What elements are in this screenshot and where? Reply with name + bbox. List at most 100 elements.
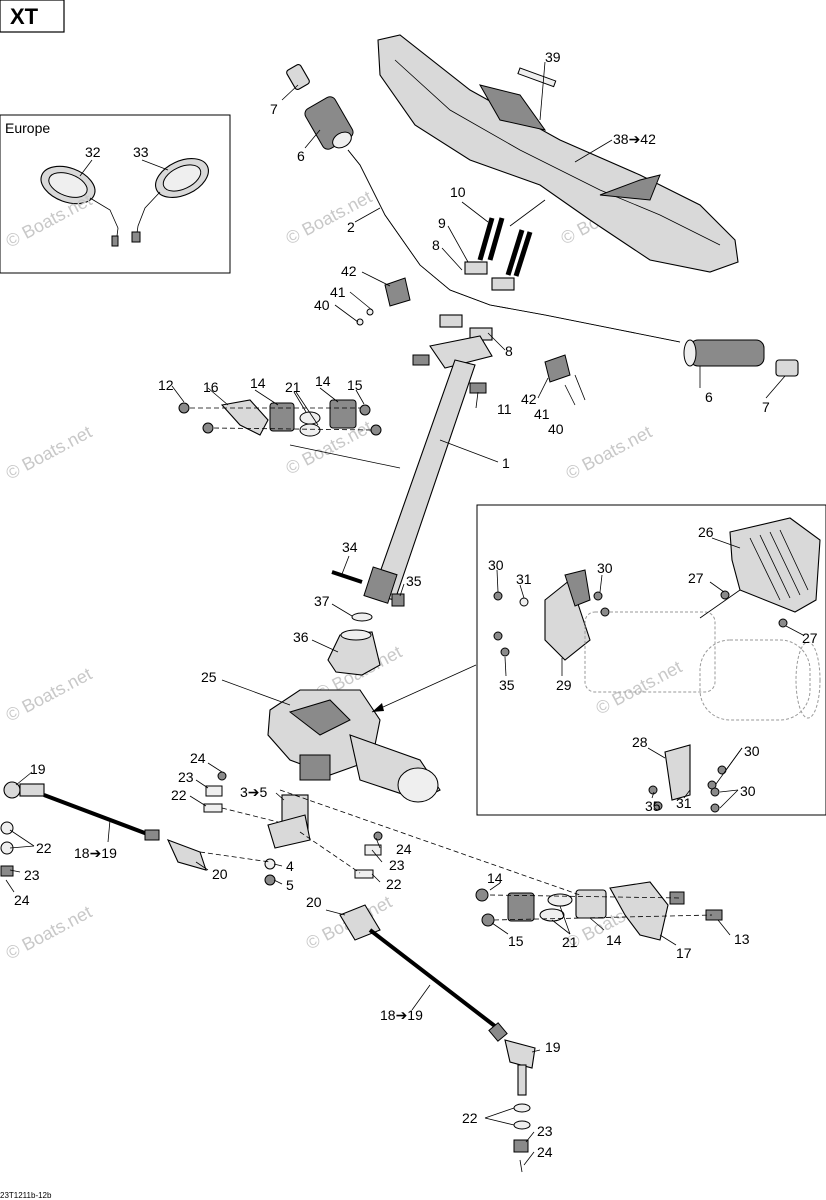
strap-39-icon <box>517 67 557 88</box>
label-35-inset-a: 35 <box>499 677 515 693</box>
label-6-right: 6 <box>705 389 713 405</box>
bushing-right-icon <box>354 831 383 879</box>
label-3-5: 3➔5 <box>240 784 268 800</box>
label-26: 26 <box>698 524 714 540</box>
label-30-inset-a: 30 <box>488 557 504 573</box>
label-22-right: 22 <box>462 1110 478 1126</box>
label-25: 25 <box>201 669 217 685</box>
label-37: 37 <box>314 593 330 609</box>
tie-rod-left-icon <box>0 781 207 877</box>
bracket-42-left-icon <box>356 277 411 326</box>
footer-code: 23T1211b-12b <box>0 1191 52 1200</box>
bar-end-left-icon <box>286 64 310 90</box>
label-1: 1 <box>502 455 510 471</box>
label-24-mid-left: 24 <box>190 750 206 766</box>
label-35-inset-b: 35 <box>645 798 661 814</box>
label-14-lower-a: 14 <box>487 870 503 886</box>
grip-right-icon <box>683 339 765 367</box>
pitman-arm-icon <box>264 794 311 886</box>
watermark-1: © Boats.net <box>282 187 375 249</box>
label-16: 16 <box>203 379 219 395</box>
label-24-left: 24 <box>14 892 30 908</box>
mirror-left-icon <box>40 165 119 247</box>
label-22-mid-right: 22 <box>386 876 402 892</box>
watermark-5: © Boats.net <box>562 422 655 484</box>
bracket-29-icon <box>544 569 591 661</box>
label-27-a: 27 <box>688 570 704 586</box>
label-40-right: 40 <box>548 421 564 437</box>
watermark-9: © Boats.net <box>2 902 95 964</box>
label-2: 2 <box>347 219 355 235</box>
label-7-right: 7 <box>762 399 770 415</box>
label-30-inset-b: 30 <box>597 560 613 576</box>
callout-labels: 39 38➔42 7 6 2 10 9 8 42 41 40 8 42 41 4… <box>14 49 818 1160</box>
label-23-mid-right: 23 <box>389 857 405 873</box>
label-24-mid-right: 24 <box>396 841 412 857</box>
label-28: 28 <box>632 734 648 750</box>
tie-rod-right-icon <box>339 904 536 1173</box>
inset-europe-title: Europe <box>5 120 50 136</box>
watermark-8: © Boats.net <box>592 657 685 719</box>
inset-watermark: © Boats.net <box>2 190 95 252</box>
bushing-left-icon <box>203 771 227 813</box>
label-18-19-left: 18➔19 <box>74 845 117 861</box>
leader-lines <box>5 84 804 1166</box>
label-23-right: 23 <box>537 1123 553 1139</box>
label-27-b: 27 <box>802 630 818 646</box>
label-15-lower: 15 <box>508 933 524 949</box>
nut-35-icon <box>391 593 405 607</box>
power-steering-unit-icon <box>267 689 441 803</box>
label-23-left: 23 <box>24 867 40 883</box>
label-6-left: 6 <box>297 148 305 164</box>
label-40-left: 40 <box>314 297 330 313</box>
label-19-left: 19 <box>30 761 46 777</box>
label-9: 9 <box>438 215 446 231</box>
label-13: 13 <box>734 931 750 947</box>
label-41-right: 41 <box>534 406 550 422</box>
fasteners-inset-icon <box>493 590 788 813</box>
bar-end-right-icon <box>775 359 799 377</box>
label-32: 32 <box>85 144 101 160</box>
label-5: 5 <box>286 877 294 893</box>
label-21-upper: 21 <box>285 379 301 395</box>
label-42-right: 42 <box>521 391 537 407</box>
label-24-right: 24 <box>537 1144 553 1160</box>
label-41-left: 41 <box>330 284 346 300</box>
label-8-upper: 8 <box>432 237 440 253</box>
boot-36-icon <box>327 629 381 676</box>
inset-europe-mirrors: Europe 32 33 © Boats.net <box>0 114 231 274</box>
bolts-10-icon <box>477 217 533 277</box>
model-badge: XT <box>0 0 65 33</box>
label-18-19-right: 18➔19 <box>380 1007 423 1023</box>
cover-26-icon <box>729 517 821 613</box>
label-31-inset-b: 31 <box>676 795 692 811</box>
watermark-6: © Boats.net <box>2 664 95 726</box>
handlebar-icon <box>347 149 681 343</box>
label-10: 10 <box>450 184 466 200</box>
label-22-mid-left: 22 <box>171 787 187 803</box>
label-35-column: 35 <box>406 573 422 589</box>
label-17: 17 <box>676 945 692 961</box>
label-20-left: 20 <box>212 866 228 882</box>
label-21-lower: 21 <box>562 934 578 950</box>
label-36: 36 <box>293 629 309 645</box>
label-42-left: 42 <box>341 263 357 279</box>
handlebar-pad-icon <box>377 34 739 273</box>
label-33: 33 <box>133 144 149 160</box>
watermark-3: © Boats.net <box>2 422 95 484</box>
model-badge-text: XT <box>10 4 39 29</box>
detail-inset-box <box>371 504 826 816</box>
upper-clamp-assembly-icon <box>178 399 382 437</box>
bracket-42-right-icon <box>544 354 586 406</box>
label-20-right: 20 <box>306 894 322 910</box>
ring-37-icon <box>351 612 373 622</box>
label-8-lower: 8 <box>505 343 513 359</box>
mirror-right-icon <box>131 158 209 243</box>
label-11: 11 <box>497 401 512 417</box>
label-19-right: 19 <box>545 1039 561 1055</box>
grip-left-icon <box>304 96 354 150</box>
label-22-left: 22 <box>36 840 52 856</box>
label-30-inset-c: 30 <box>744 743 760 759</box>
steering-column-icon <box>363 359 476 604</box>
